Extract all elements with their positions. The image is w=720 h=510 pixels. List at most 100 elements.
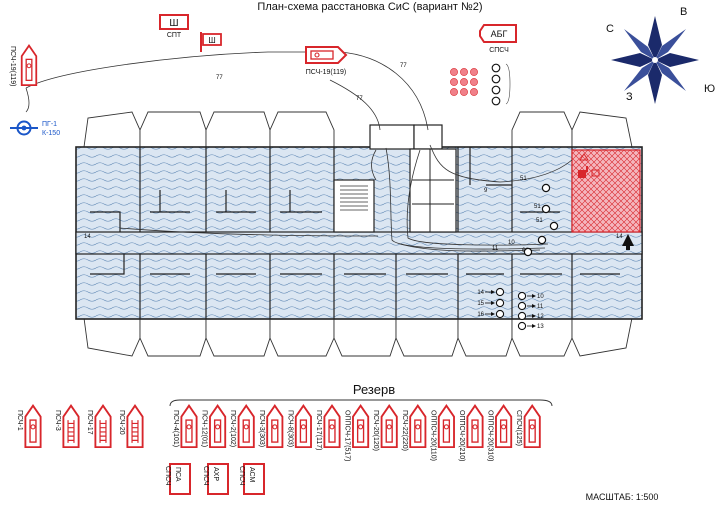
stair-label: 14: [84, 234, 91, 240]
unit-label: ПСЧ-3(303): [258, 410, 265, 447]
reserve-unit: ПСЧ-8(303): [286, 404, 313, 448]
unit-label: ПСЧ-17(117): [315, 410, 322, 450]
nozzle-number: 16: [477, 312, 484, 318]
reserve-unit: ПСЧ-3: [54, 404, 80, 448]
nozzle-number: 12: [537, 314, 544, 320]
hose-lines: [25, 51, 573, 252]
hose-label: 51: [536, 218, 543, 224]
reserve-unit: ОППСЧ-20(110): [429, 404, 456, 461]
special-label: СПСЧ: [202, 466, 209, 486]
facade-bottom: [83, 317, 633, 357]
unit-label: ПСЧ-20: [118, 410, 125, 435]
compass-icon: С В Ю З: [606, 6, 715, 104]
special-label: СПСЧ: [238, 466, 245, 486]
nozzle-number: 10: [537, 294, 544, 300]
entrance-arrow: [622, 234, 634, 250]
scale-label: МАСШТАБ: 1:500: [586, 492, 659, 502]
reserve-unit: ОППСЧ-20(310): [487, 404, 513, 461]
unit-label: ПСЧ-2(102): [229, 410, 236, 447]
unit-label: ОППСЧ-20(310): [487, 410, 494, 461]
abg-symbol: АБГ СПСЧ: [479, 24, 517, 54]
hydrant-name: ПГ-1: [42, 121, 57, 128]
reserve-unit: ПСЧ-1: [16, 404, 42, 448]
reserve-unit: ПСЧ-2(102): [229, 404, 256, 448]
nozzle-group-right: 10 11 12 13: [517, 291, 544, 331]
reserve-unit: ПСЧ-20: [118, 404, 144, 448]
hydrant-sub: К-150: [42, 130, 60, 137]
unit-label: ПСЧ-8(303): [286, 410, 293, 447]
abg-label: СПСЧ: [489, 47, 509, 54]
hose-label: 10: [508, 240, 515, 246]
spt-code: Ш: [169, 18, 178, 29]
compass-north: С: [606, 23, 614, 35]
nozzle-group-left: 14 15 16: [477, 287, 505, 319]
compass-east: В: [680, 6, 687, 18]
hydrant: ПГ-1 К-150: [10, 87, 60, 137]
nozzle-number: 14: [477, 290, 484, 296]
unit-label: ПСЧ-1: [16, 410, 23, 431]
special-code: ПСА: [174, 467, 181, 482]
spt-symbol: Ш СПТ: [159, 14, 189, 39]
flag-code: Ш: [208, 36, 215, 45]
truck-label: ПСЧ-19(119): [9, 46, 16, 86]
building: [75, 111, 643, 357]
truck-label: ПСЧ-19(119): [306, 69, 346, 76]
facade-top: [83, 111, 633, 148]
reserve-unit: ПСЧ-12(01): [201, 404, 227, 448]
special-unit: АХР СПСЧ: [202, 463, 229, 495]
unit-label: ПСЧ-12(01): [201, 410, 208, 447]
left-reserve: ПСЧ-1 ПСЧ-3 ПСЧ-17 ПСЧ-20: [16, 404, 144, 448]
reserve-unit: ПСЧ-17: [86, 404, 112, 448]
special-code: АХР: [212, 467, 219, 481]
flag-symbol: Ш: [200, 32, 222, 52]
unit-label: ПСЧ-20(120): [372, 410, 379, 451]
truck-top-left: ПСЧ-19(119): [9, 44, 38, 86]
compass-west: З: [626, 91, 633, 103]
reserve-unit: ОППСЧ-17(517): [344, 404, 370, 461]
nozzle-number: 13: [537, 324, 544, 330]
nozzle-number: 15: [477, 301, 484, 307]
hose-label: 77: [216, 75, 223, 81]
unit-label: ОППСЧ-20(110): [429, 410, 436, 461]
spt-label: СПТ: [167, 32, 182, 39]
special-units: ПСА СПСЧ АХР СПСЧ АСМ СПСЧ: [164, 463, 265, 495]
special-code: АСМ: [248, 467, 255, 482]
unit-label: ПСЧ-17: [86, 410, 93, 435]
reserve-unit: ПСЧ-20(120): [372, 404, 399, 451]
reserve-unit: ПСЧ-22(220): [401, 404, 427, 451]
page-title: План-схема расстановка СиС (вариант №2): [257, 1, 482, 13]
reserve-unit: ПСЧ-17(117): [315, 404, 341, 450]
reserve-unit: ОППСЧ-20(210): [458, 404, 484, 461]
right-reserve: ПСЧ-4(101) ПСЧ-12(01) ПСЧ-2(102) ПСЧ-3(303)…: [172, 404, 542, 461]
nozzle-markers: [523, 183, 559, 257]
abg-code: АБГ: [491, 29, 508, 39]
hose-label: 77: [356, 96, 363, 102]
reserve-nozzles-top: [491, 63, 501, 106]
unit-label: ОППСЧ-17(517): [344, 410, 351, 461]
unit-label: СПСЧ(125): [515, 410, 522, 446]
special-unit: АСМ СПСЧ: [238, 463, 265, 495]
reserve-unit: СПСЧ(125): [515, 404, 542, 448]
reserve-bracket: [169, 399, 553, 407]
hose-label: 77: [400, 63, 407, 69]
reserve-title: Резерв: [353, 382, 395, 397]
stair-label: 14: [616, 234, 623, 240]
special-label: СПСЧ: [164, 466, 171, 486]
compass-south: Ю: [704, 83, 715, 95]
special-unit: ПСА СПСЧ: [164, 463, 191, 495]
truck-top-mid: ПСЧ-19(119): [305, 46, 348, 76]
unit-label: ПСЧ-3: [54, 410, 61, 431]
reserve-unit: ПСЧ-3(303): [258, 404, 284, 448]
foam-cluster: [450, 68, 478, 96]
unit-label: ПСЧ-22(220): [401, 410, 408, 451]
hose-label: 51: [534, 204, 541, 210]
hose-label: 51: [520, 176, 527, 182]
unit-label: ОППСЧ-20(210): [458, 410, 465, 461]
unit-label: ПСЧ-4(101): [172, 410, 179, 447]
reserve-unit: ПСЧ-4(101): [172, 404, 198, 448]
hose-label: 11: [492, 246, 499, 252]
nozzle-number: 11: [537, 304, 544, 310]
hose-label: 9: [484, 188, 488, 194]
fire-zone: [571, 149, 641, 233]
